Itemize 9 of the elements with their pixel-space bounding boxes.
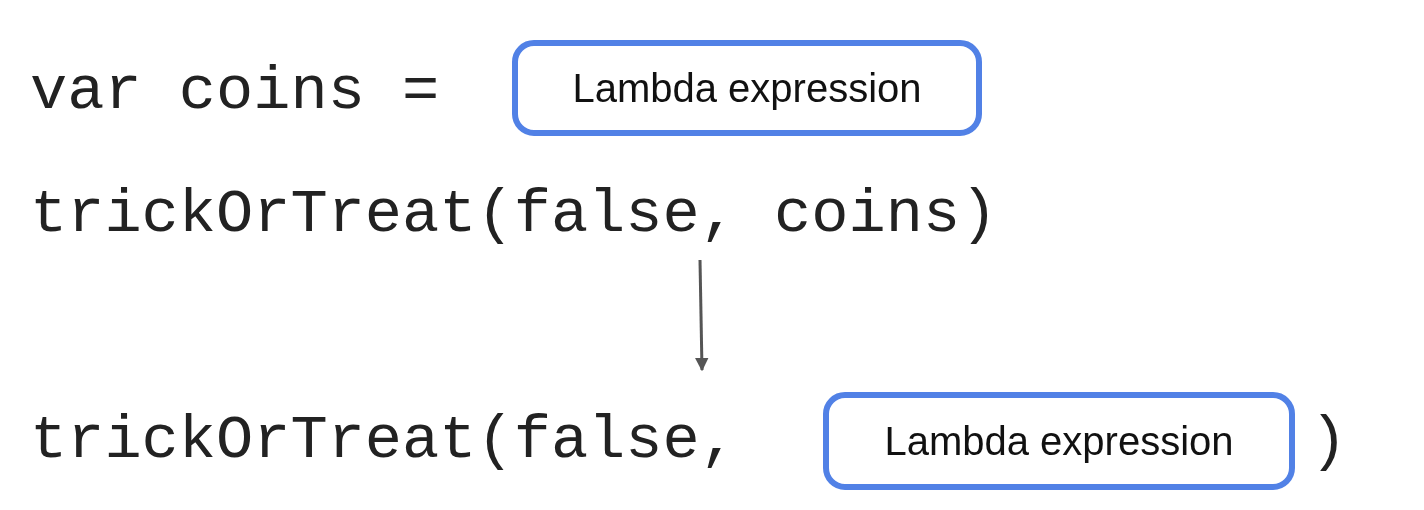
arrow: [695, 259, 709, 372]
code-text: ): [1310, 411, 1348, 473]
highlight-box: [512, 40, 982, 136]
highlight-box: [823, 392, 1295, 490]
placeholder-text: Lambda expression: [572, 65, 922, 112]
code-line: trickOrTreat(false, coins): [30, 184, 998, 246]
code-line: trickOrTreat(false,: [30, 410, 737, 472]
code-text: var coins =: [30, 61, 440, 123]
placeholder-text: Lambda expression: [884, 418, 1234, 465]
